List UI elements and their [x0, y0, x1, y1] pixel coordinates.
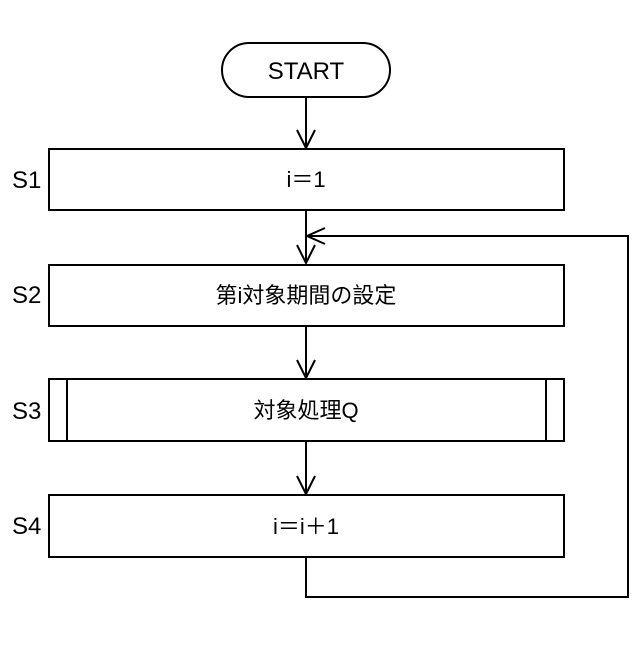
process-text-s4: i＝i＋1	[273, 514, 339, 539]
process-box-s1: i＝1	[49, 149, 564, 210]
arrow-s2-to-s3	[297, 326, 315, 378]
step-id-s3: S3	[12, 398, 41, 425]
step-id-s1: S1	[12, 167, 41, 194]
start-label: START	[268, 58, 345, 85]
predefined-process-box-s3: 対象処理Q	[49, 379, 564, 441]
arrow-start-to-s1	[297, 97, 315, 148]
arrow-s3-to-s4	[297, 441, 315, 494]
process-box-s2: 第i対象期間の設定	[49, 265, 564, 326]
step-id-s4: S4	[12, 513, 41, 540]
process-text-s3: 対象処理Q	[253, 398, 358, 423]
process-text-s1: i＝1	[286, 167, 325, 192]
process-text-s2: 第i対象期間の設定	[216, 283, 397, 308]
step-id-s2: S2	[12, 282, 41, 309]
process-box-s4: i＝i＋1	[49, 495, 564, 557]
start-terminator: START	[222, 43, 390, 97]
